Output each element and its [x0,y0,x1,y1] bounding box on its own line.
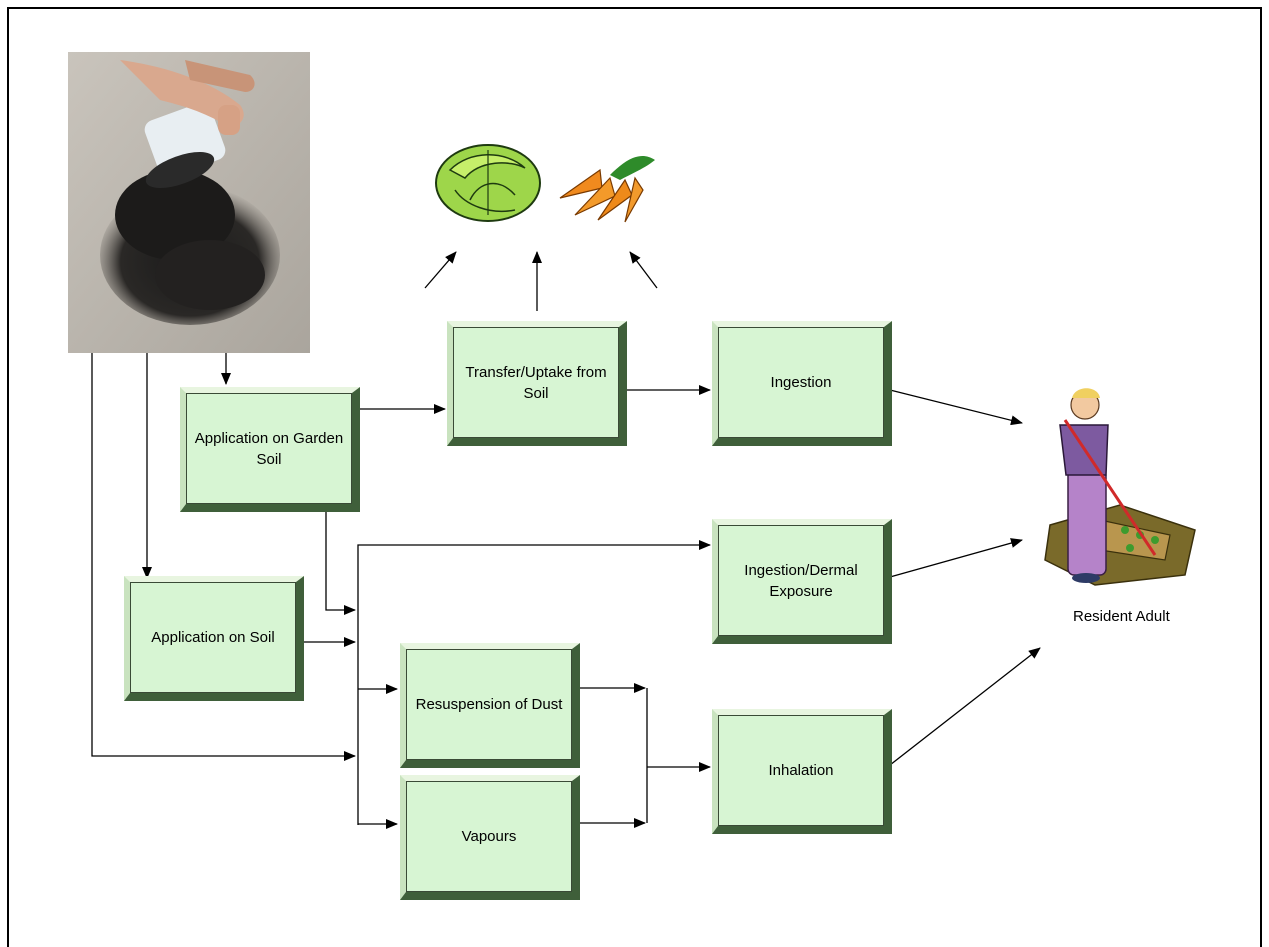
box-vapours-label: Vapours [406,781,572,892]
receptor-label: Resident Adult [1073,608,1170,625]
box-transfer-uptake: Transfer/Uptake from Soil [447,321,627,446]
box-transfer-uptake-label: Transfer/Uptake from Soil [453,327,619,438]
diagram-frame [7,7,1262,947]
box-inhalation-label: Inhalation [718,715,884,826]
box-application-soil: Application on Soil [124,576,304,701]
soil-amendment-photo [68,52,310,353]
box-resuspension-dust-label: Resuspension of Dust [406,649,572,760]
arrows [91,251,1041,829]
box-ingestion-label: Ingestion [718,327,884,438]
gardener-icon [1044,388,1196,586]
box-resuspension-dust: Resuspension of Dust [400,643,580,768]
cabbage-icon [435,144,541,222]
carrots-icon [559,155,655,223]
box-vapours: Vapours [400,775,580,900]
box-ingestion: Ingestion [712,321,892,446]
box-application-garden-soil-label: Application on Garden Soil [186,393,352,504]
box-inhalation: Inhalation [712,709,892,834]
box-ingestion-dermal-label: Ingestion/Dermal Exposure [718,525,884,636]
box-ingestion-dermal: Ingestion/Dermal Exposure [712,519,892,644]
box-application-soil-label: Application on Soil [130,582,296,693]
box-application-garden-soil: Application on Garden Soil [180,387,360,512]
